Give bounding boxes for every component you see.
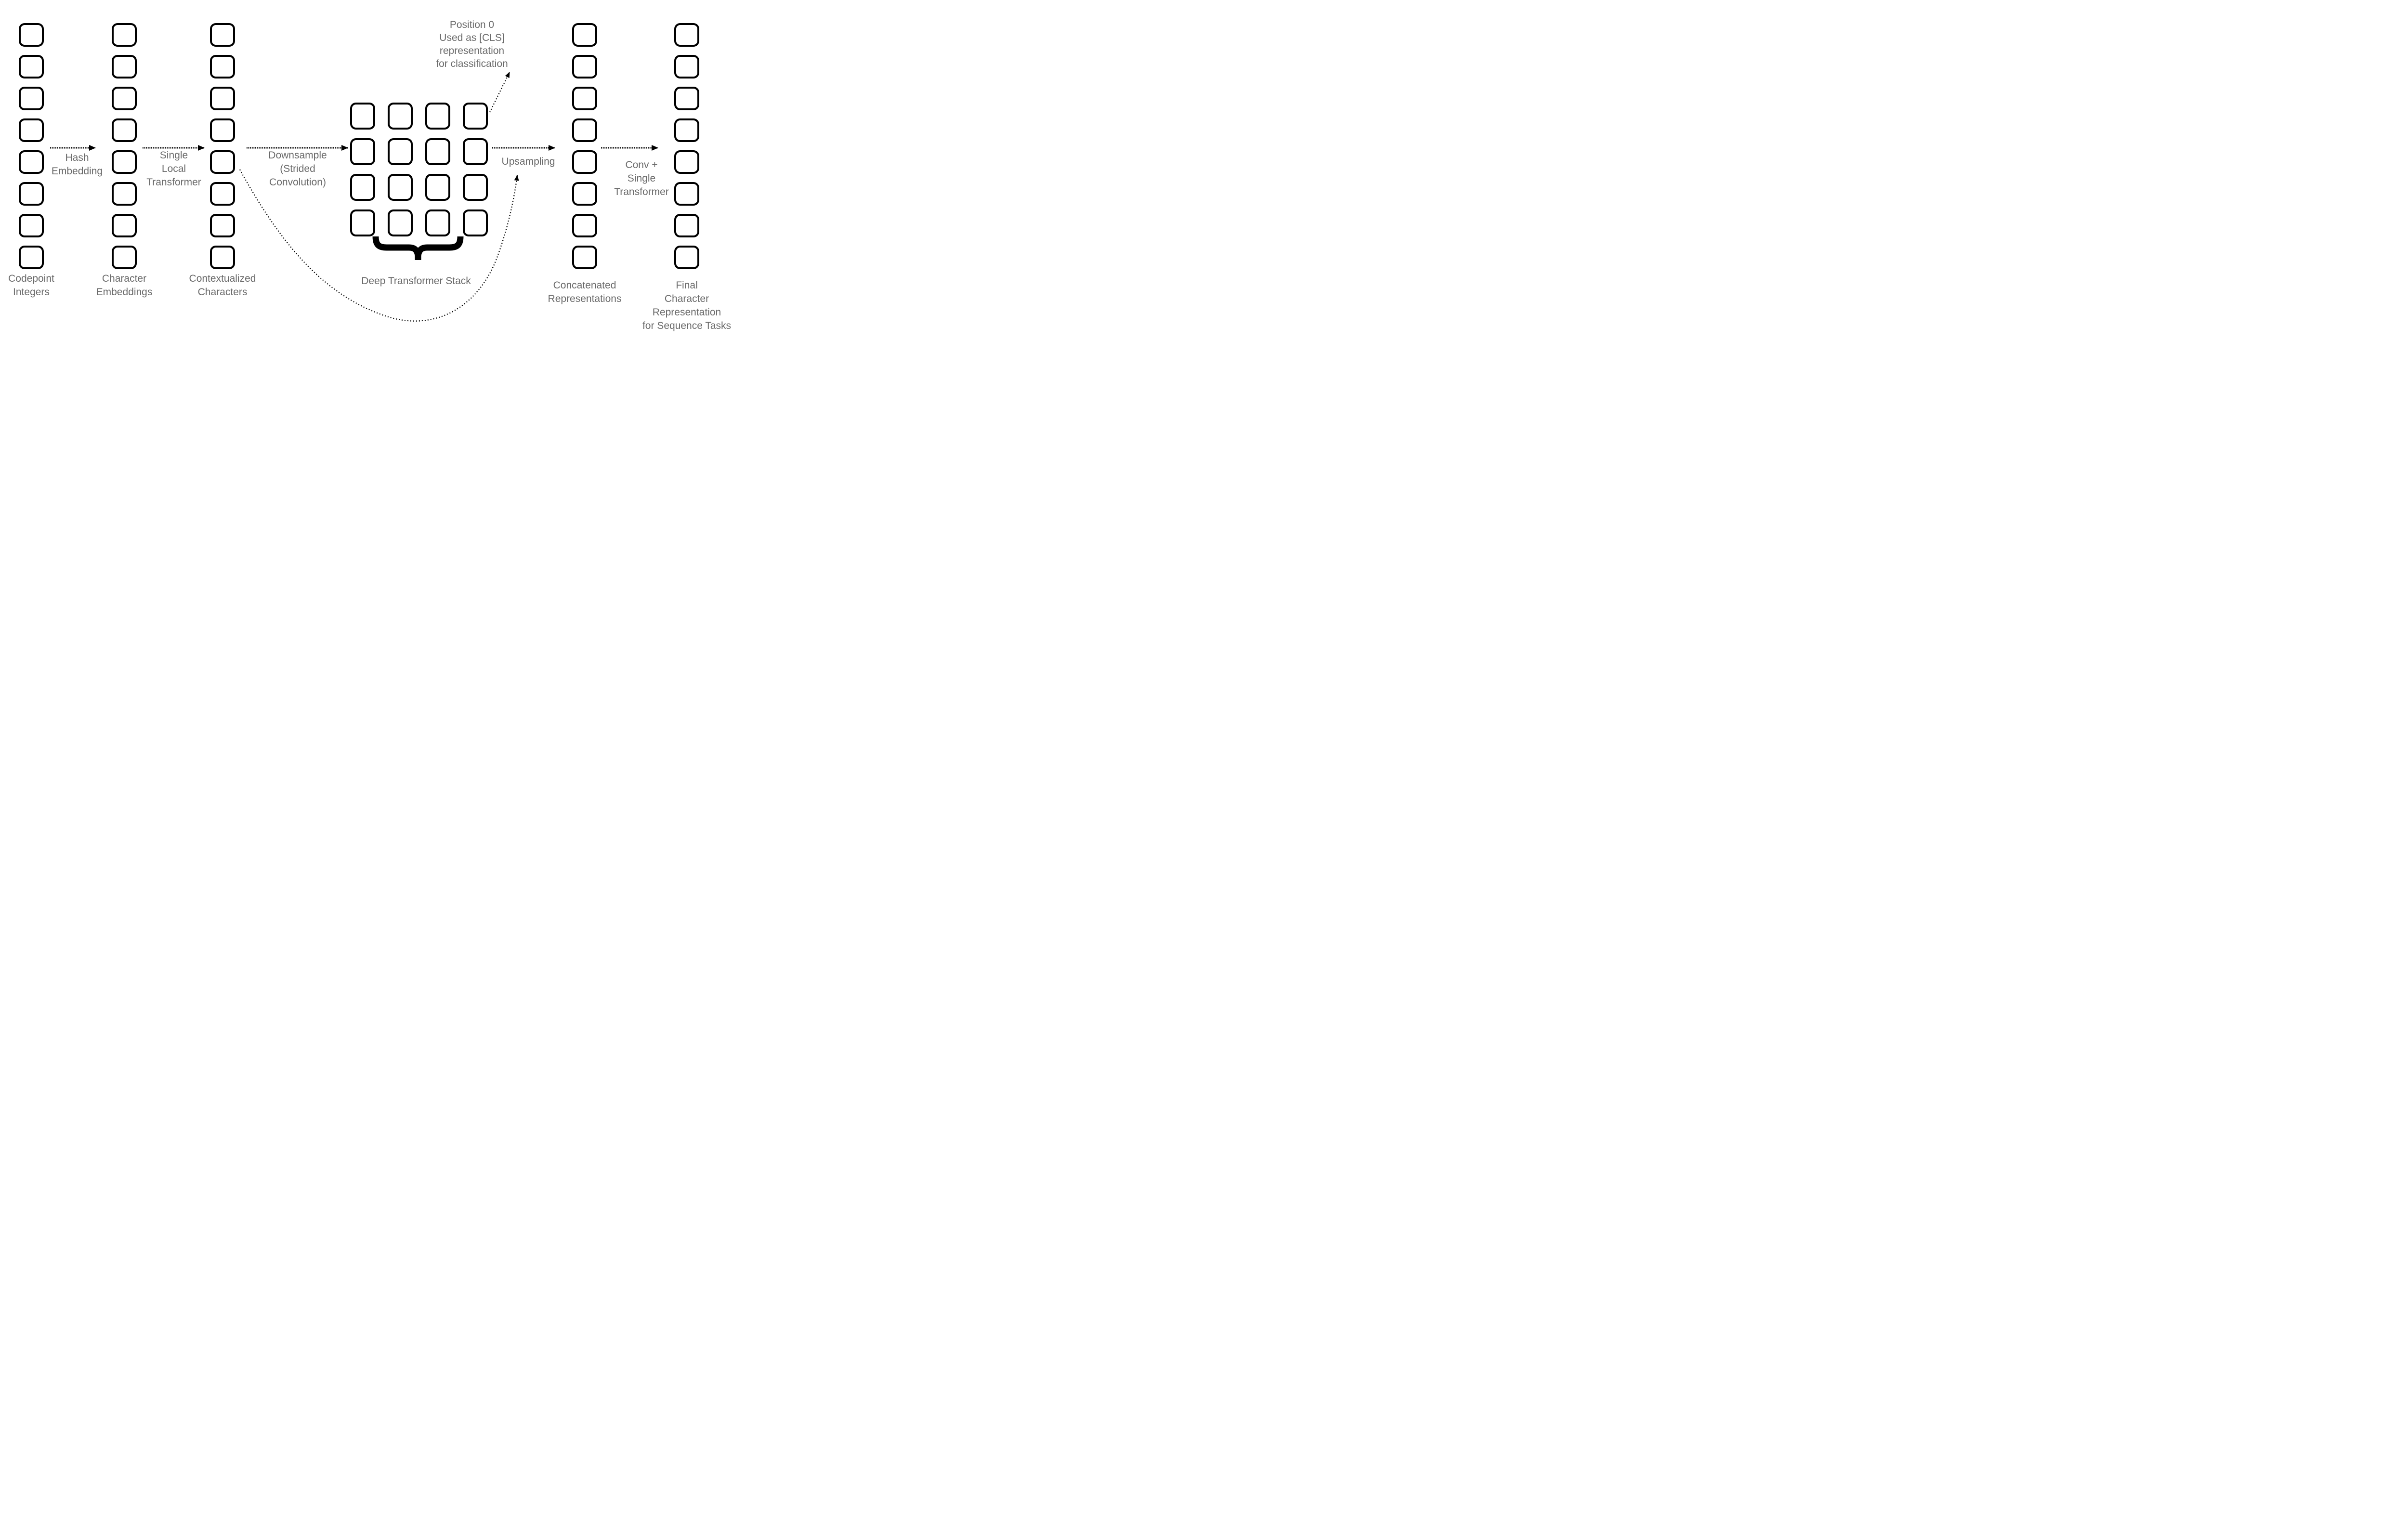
column-character-embeddings <box>112 23 137 269</box>
token-box <box>674 214 699 237</box>
token-box <box>350 209 375 236</box>
diagram-canvas: Codepoint Integers Character Embeddings … <box>8 19 731 331</box>
token-box <box>388 209 413 236</box>
label-hash-embedding-line2: Embedding <box>52 166 103 177</box>
token-box <box>112 23 137 47</box>
label-codepoint-integers-line2: Integers <box>13 287 50 298</box>
token-box <box>572 118 597 142</box>
token-box <box>210 118 235 142</box>
downsampled-grid <box>350 103 488 236</box>
token-box <box>674 150 699 174</box>
token-box <box>112 182 137 206</box>
token-box <box>572 87 597 110</box>
token-box <box>19 150 44 174</box>
label-upsampling: Upsampling <box>502 156 555 167</box>
label-contextualized-characters-line2: Characters <box>198 287 248 298</box>
token-box <box>388 174 413 201</box>
label-deep-transformer-stack: Deep Transformer Stack <box>361 275 471 287</box>
token-box <box>388 138 413 165</box>
token-box <box>350 174 375 201</box>
label-final-representation-line3: Representation <box>653 307 721 318</box>
label-cls-note-line2: Used as [CLS] <box>439 32 504 43</box>
token-box <box>674 246 699 269</box>
token-box <box>674 23 699 47</box>
label-final-representation-line2: Character <box>665 293 709 304</box>
brace-deep-transformer-stack <box>372 236 464 260</box>
token-box <box>210 23 235 47</box>
label-cls-note-line4: for classification <box>436 58 508 69</box>
token-box <box>210 182 235 206</box>
label-conv-single-transformer-line2: Single <box>628 173 655 184</box>
token-box <box>425 174 450 201</box>
token-box <box>112 118 137 142</box>
label-codepoint-integers-line1: Codepoint <box>8 273 54 284</box>
token-box <box>19 118 44 142</box>
token-box <box>572 150 597 174</box>
column-contextualized-characters <box>210 23 235 269</box>
token-box <box>674 55 699 78</box>
token-box <box>19 23 44 47</box>
token-box <box>210 246 235 269</box>
token-box <box>112 55 137 78</box>
token-box <box>210 150 235 174</box>
label-single-local-transformer-line3: Transformer <box>146 177 201 188</box>
column-final-character-representation <box>674 23 699 269</box>
label-final-representation-line1: Final <box>676 280 698 291</box>
label-single-local-transformer-line1: Single <box>160 150 188 161</box>
column-concatenated-representations <box>572 23 597 269</box>
label-character-embeddings-line1: Character <box>102 273 146 284</box>
token-box <box>350 103 375 130</box>
token-box <box>674 182 699 206</box>
token-box <box>674 87 699 110</box>
label-downsample-line1: Downsample <box>268 150 327 161</box>
token-box <box>572 182 597 206</box>
label-downsample-line2: (Strided <box>280 163 315 174</box>
token-box <box>19 246 44 269</box>
token-box <box>388 103 413 130</box>
token-box <box>572 246 597 269</box>
label-cls-note-line1: Position 0 <box>450 19 494 30</box>
token-box <box>112 246 137 269</box>
token-box <box>210 214 235 237</box>
label-conv-single-transformer-line1: Conv + <box>625 159 657 170</box>
token-box <box>210 55 235 78</box>
token-box <box>425 209 450 236</box>
token-box <box>112 150 137 174</box>
token-box <box>425 103 450 130</box>
token-box <box>463 138 488 165</box>
token-box <box>112 87 137 110</box>
canine-architecture-diagram: Codepoint Integers Character Embeddings … <box>0 0 737 340</box>
column-codepoint-integers <box>19 23 44 269</box>
token-box <box>572 23 597 47</box>
token-box <box>463 209 488 236</box>
token-box <box>19 214 44 237</box>
arrow-cls-representation <box>489 72 510 113</box>
label-cls-note-line3: representation <box>440 45 504 56</box>
label-character-embeddings-line2: Embeddings <box>96 287 153 298</box>
token-box <box>19 182 44 206</box>
token-box <box>463 103 488 130</box>
label-downsample-line3: Convolution) <box>269 177 326 188</box>
label-single-local-transformer-line2: Local <box>162 163 186 174</box>
token-box <box>19 55 44 78</box>
label-concatenated-representations-line1: Concatenated <box>553 280 616 291</box>
token-box <box>674 118 699 142</box>
token-box <box>425 138 450 165</box>
token-box <box>19 87 44 110</box>
label-conv-single-transformer-line3: Transformer <box>614 186 669 197</box>
label-contextualized-characters-line1: Contextualized <box>189 273 256 284</box>
token-box <box>572 55 597 78</box>
label-hash-embedding-line1: Hash <box>65 152 89 163</box>
arrow-skip-connection-upsampling <box>239 169 519 322</box>
token-box <box>572 214 597 237</box>
token-box <box>112 214 137 237</box>
label-final-representation-line4: for Sequence Tasks <box>642 320 731 331</box>
token-box <box>210 87 235 110</box>
token-box <box>463 174 488 201</box>
token-box <box>350 138 375 165</box>
label-concatenated-representations-line2: Representations <box>548 293 622 304</box>
